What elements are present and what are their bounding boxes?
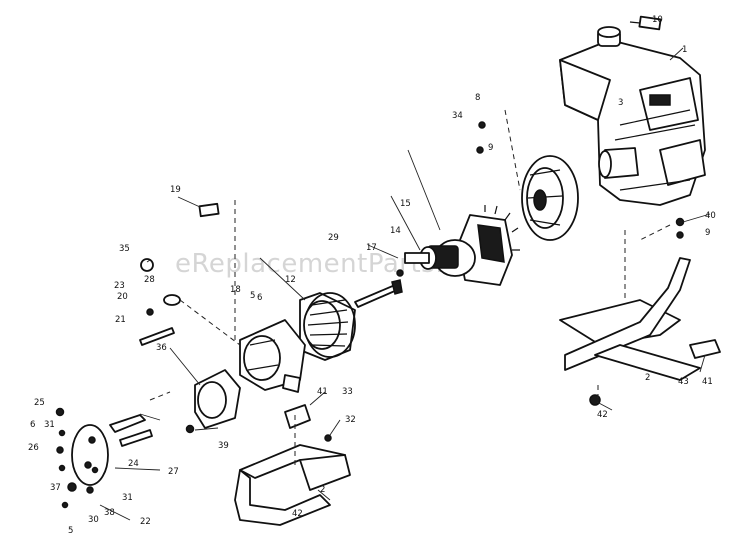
callout-p31: 31	[44, 420, 55, 430]
callout-p23: 23	[114, 281, 125, 291]
callout-p26: 26	[28, 443, 39, 453]
callout-p6: 6	[30, 420, 35, 430]
callout-p9b: 9	[488, 143, 493, 153]
callout-p1: 1	[682, 45, 687, 55]
callout-p2a: 2	[320, 485, 325, 495]
callout-p19: 19	[170, 185, 181, 195]
callout-p43: 43	[678, 377, 689, 387]
callout-p29: 29	[328, 233, 339, 243]
through-bolt	[354, 279, 403, 308]
stator-assembly	[299, 292, 356, 361]
callout-p5b: 5	[250, 291, 255, 301]
callout-p31b: 31	[122, 493, 133, 503]
rotor-assembly	[404, 205, 520, 286]
callout-p39: 39	[218, 441, 229, 451]
frame-left	[234, 444, 351, 526]
end-bell-housing	[239, 319, 306, 393]
callout-p42a: 42	[292, 509, 303, 519]
callout-p35: 35	[119, 244, 130, 254]
callout-p28: 28	[144, 275, 155, 285]
engine-adapter-ring	[521, 155, 579, 241]
hardware-small-parts	[55, 121, 721, 521]
callout-p33: 33	[342, 387, 353, 397]
callout-p25: 25	[34, 398, 45, 408]
callout-p30: 30	[88, 515, 99, 525]
callout-p3: 3	[618, 98, 623, 108]
callout-p12: 12	[285, 275, 296, 285]
callout-p41a: 41	[317, 387, 328, 397]
callout-p27: 27	[168, 467, 179, 477]
end-cover	[194, 369, 241, 429]
callout-p14: 14	[390, 226, 401, 236]
callout-p6b: 6	[257, 293, 262, 303]
callout-p21: 21	[115, 315, 126, 325]
callout-p32: 32	[345, 415, 356, 425]
brush-plate	[71, 414, 153, 486]
callout-p42b: 42	[597, 410, 608, 420]
callout-p15: 15	[400, 199, 411, 209]
callout-p40: 40	[705, 211, 716, 221]
callout-p8: 8	[475, 93, 480, 103]
callout-p22: 22	[140, 517, 151, 527]
callout-p34: 34	[452, 111, 463, 121]
callout-labels: 1223568910121415171819202122232425262728…	[28, 15, 716, 536]
callout-p10: 10	[652, 15, 663, 25]
frame-right	[559, 257, 701, 381]
callout-p2b: 2	[645, 373, 650, 383]
callout-p5: 5	[68, 526, 73, 536]
callout-p20: 20	[117, 292, 128, 302]
engine-assembly	[559, 15, 706, 206]
callout-p36: 36	[156, 343, 167, 353]
callout-p9: 9	[705, 228, 710, 238]
callout-p38: 38	[104, 508, 115, 518]
callout-p18: 18	[230, 285, 241, 295]
callout-p17: 17	[366, 243, 377, 253]
leader-lines	[99, 47, 711, 521]
callout-p24: 24	[128, 459, 139, 469]
callout-p41b: 41	[702, 377, 713, 387]
callout-p37: 37	[50, 483, 61, 493]
assembly-center-lines	[149, 109, 671, 465]
